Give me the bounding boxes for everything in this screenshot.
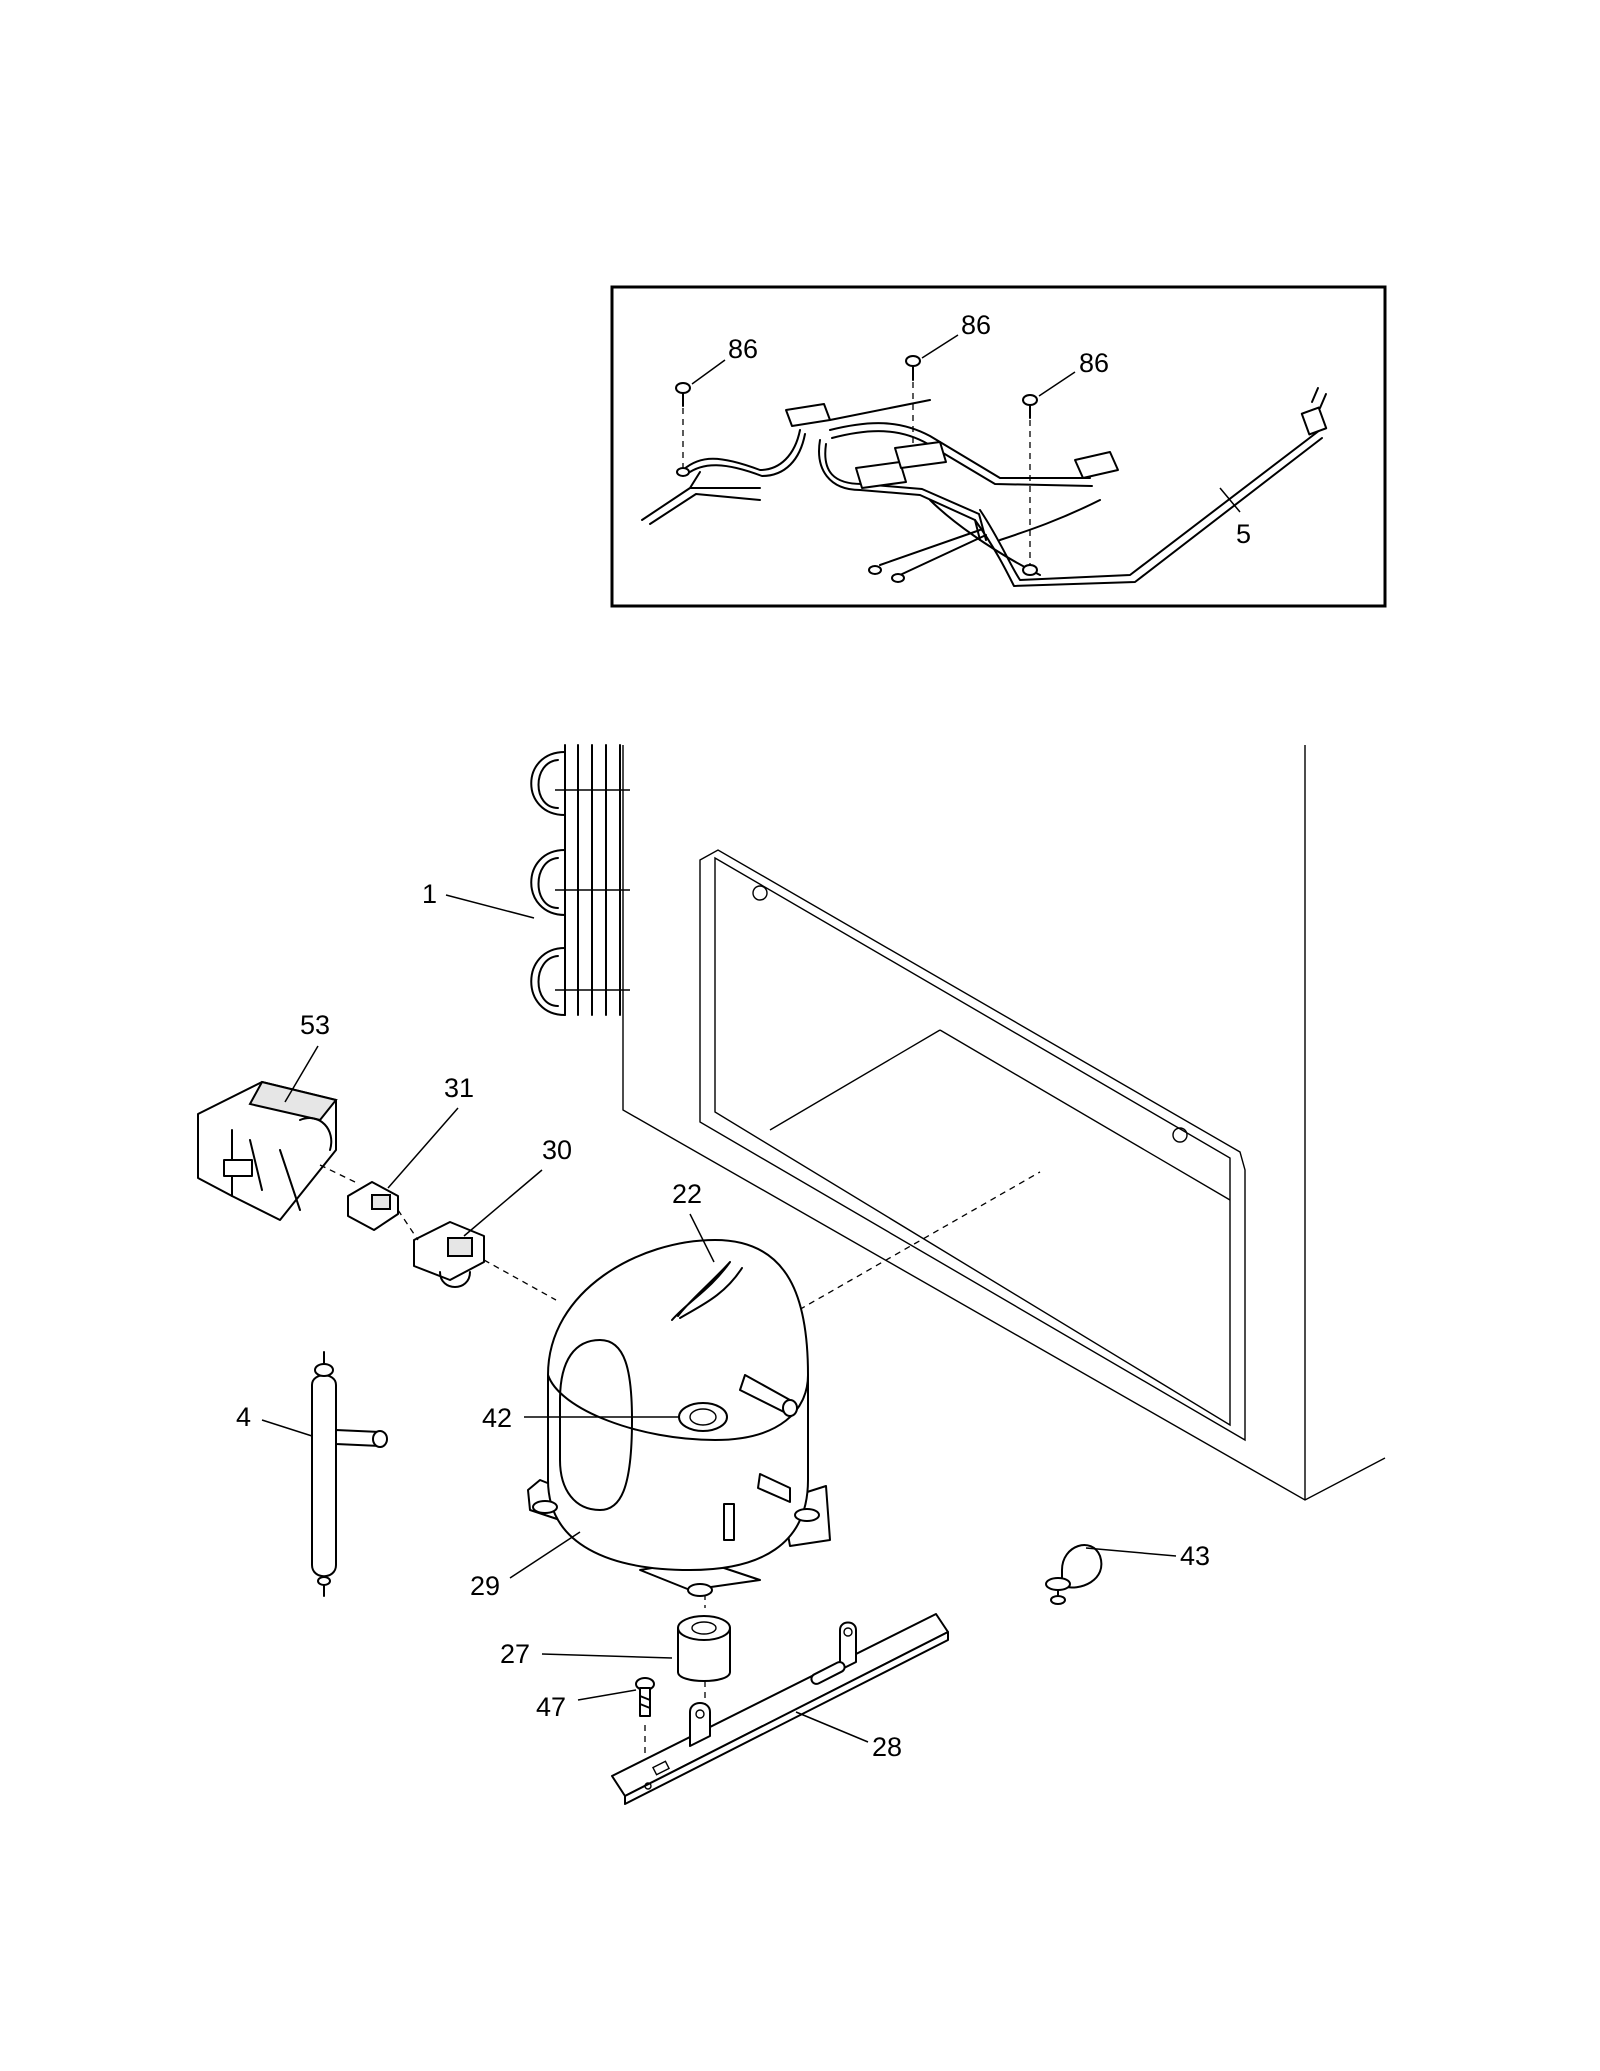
wiring-harness-inset: 86 86 86 5 [610,285,1387,608]
cabinet-outline [622,745,1386,1501]
relay-cover-part [197,1080,338,1221]
screw-part [635,1677,655,1717]
callout-label: 28 [872,1732,902,1762]
callout-label: 27 [500,1639,530,1669]
relay-part [413,1221,485,1288]
harness-connectors [676,387,1328,583]
callout-label: 5 [1236,519,1251,549]
callout-overload: 31 [387,1073,474,1189]
callout-power-cord-harness: 5 [1219,487,1251,549]
clamp-part [1045,1544,1103,1605]
callout-screw: 47 [536,1689,637,1722]
callout-label: 86 [961,310,991,340]
callout-label: 22 [672,1179,702,1209]
callout-grommet: 27 [500,1639,673,1669]
callout-wiring-screw-a: 86 [691,334,758,385]
callout-label: 86 [728,334,758,364]
inset-frame [610,285,1387,608]
callout-compressor-port: 42 [482,1403,680,1433]
callout-label: 30 [542,1135,572,1165]
screw-part-a [675,382,691,470]
overload-part [347,1181,399,1231]
callout-condenser: 1 [422,879,535,919]
callout-clamp: 43 [1085,1541,1210,1571]
callout-label: 4 [236,1402,251,1432]
callout-label: 43 [1180,1541,1210,1571]
callout-label: 1 [422,879,437,909]
callout-mounting-bracket: 28 [795,1711,902,1762]
mounting-bracket-part [611,1613,949,1805]
compressor-part [527,1239,831,1597]
callout-compressor: 29 [470,1531,581,1601]
callout-grommet-clip: 22 [672,1179,715,1263]
callout-label: 47 [536,1692,566,1722]
callout-label: 31 [444,1073,474,1103]
callout-label: 86 [1079,348,1109,378]
harness-wires [641,399,1323,587]
drier-part [311,1351,388,1597]
grommet-part [677,1615,731,1682]
callout-drier: 4 [236,1402,313,1437]
screw-part-b [905,355,921,470]
callout-relay: 30 [463,1135,572,1237]
callout-wiring-screw-c: 86 [1038,348,1109,397]
callout-label: 53 [300,1010,330,1040]
screw-part-c [1022,394,1038,565]
callout-wiring-screw-b: 86 [921,310,991,359]
callout-label: 29 [470,1571,500,1601]
callout-relay-cover: 53 [284,1010,330,1103]
condenser-coil [530,744,630,1016]
callout-label: 42 [482,1403,512,1433]
